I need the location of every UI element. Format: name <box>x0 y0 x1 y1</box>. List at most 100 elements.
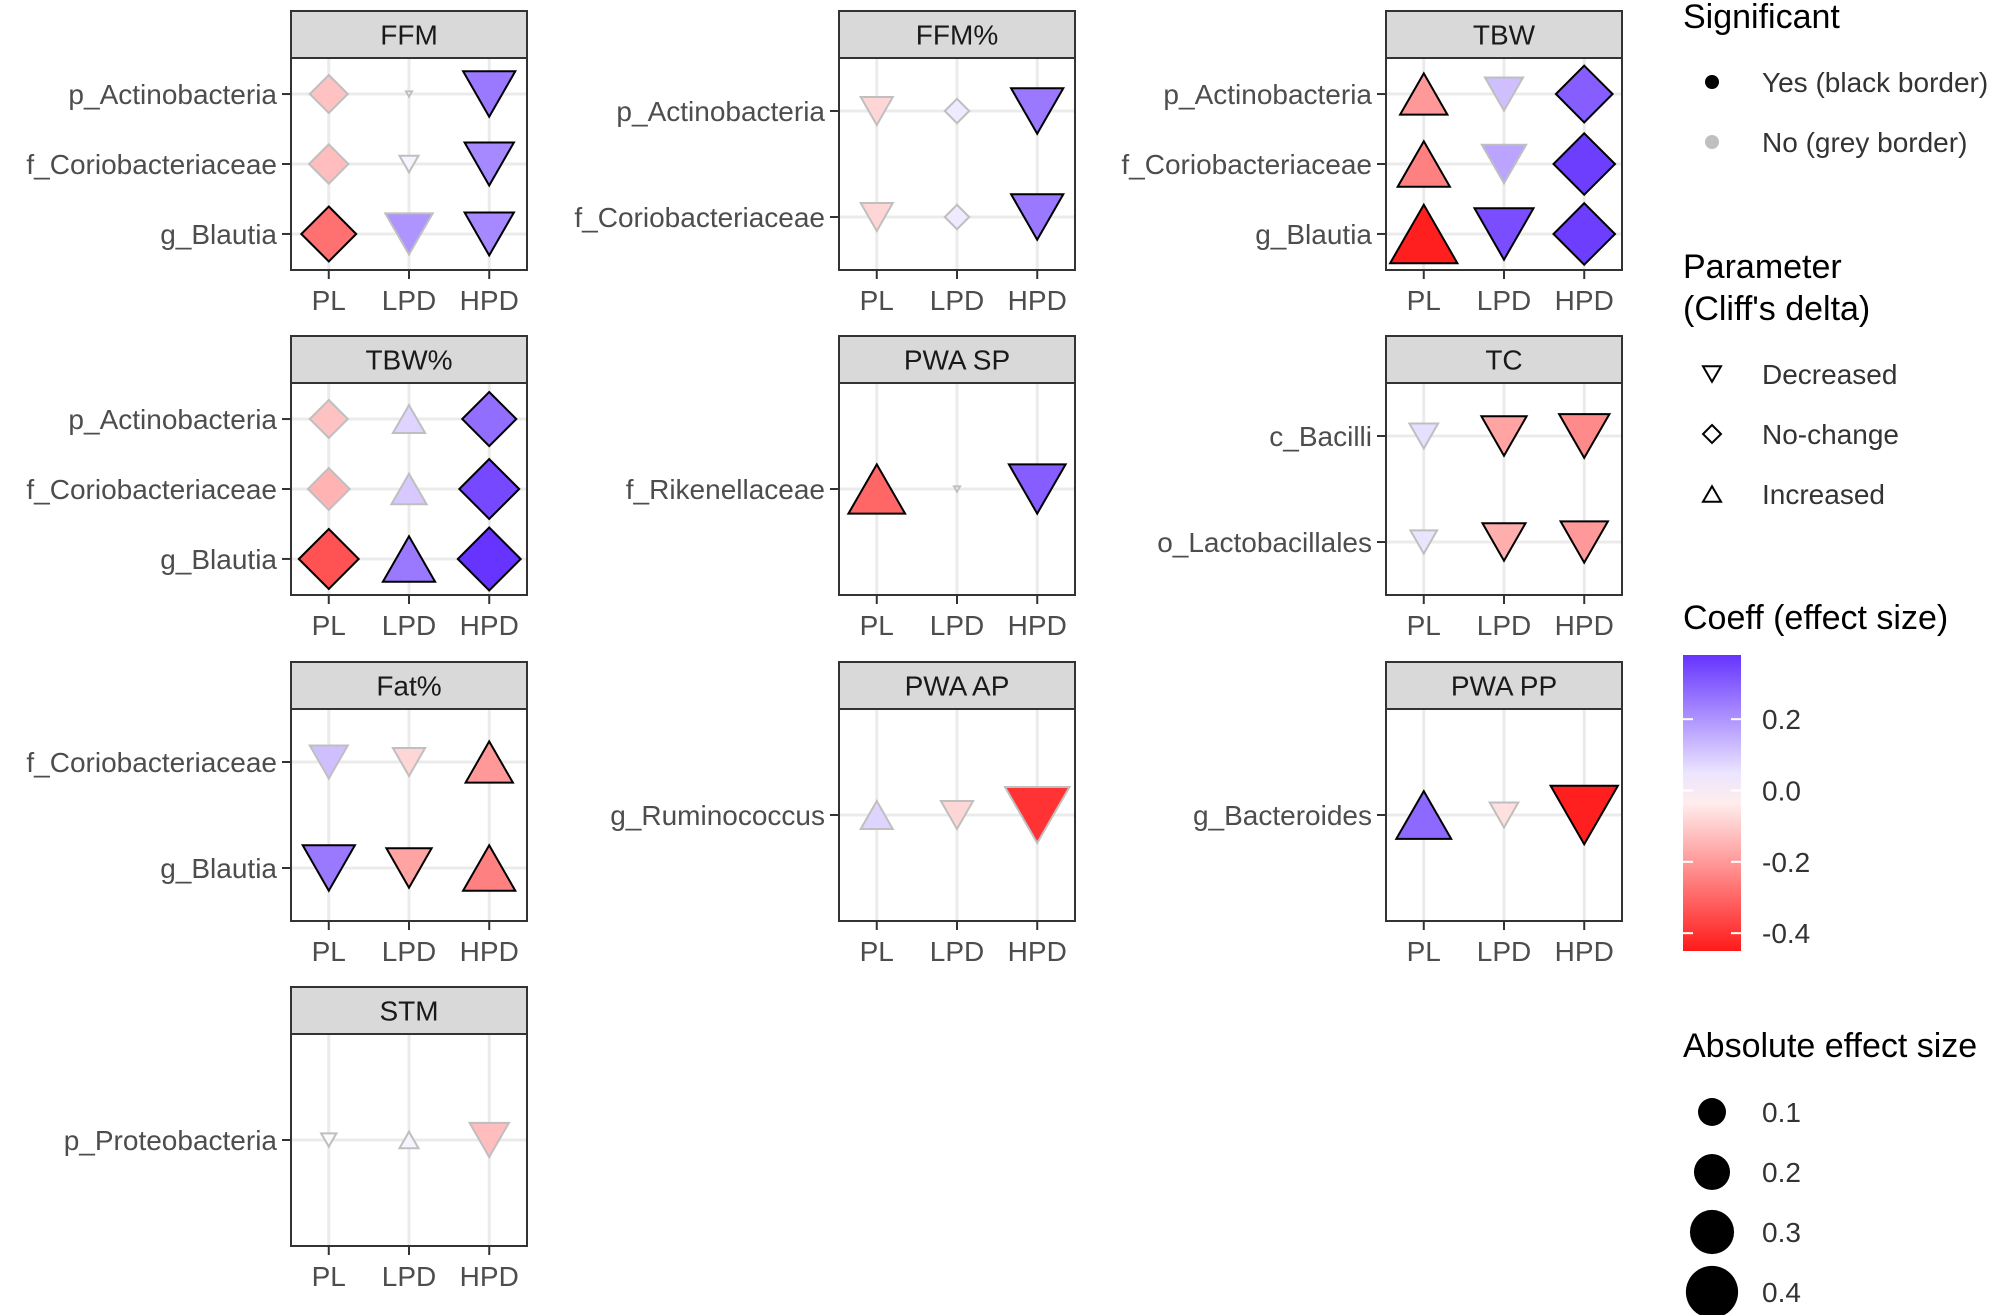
facet-tbw: TBW%p_Actinobacteriaf_Coriobacteriaceaeg… <box>26 335 528 641</box>
x-tick-label: PL <box>312 285 346 316</box>
x-tick-label: LPD <box>382 285 436 316</box>
y-tick-label: f_Coriobacteriaceae <box>26 149 277 180</box>
facet-strip <box>838 661 1076 710</box>
point-tbw-p-actinobacteria-pl <box>1398 71 1450 116</box>
y-tick-label: f_Coriobacteriaceae <box>26 474 277 505</box>
point-ffm-f-coriobacteriaceae-hpd <box>1009 193 1066 242</box>
y-tick-label: f_Coriobacteriaceae <box>574 202 825 233</box>
facet-title: TBW% <box>365 345 452 376</box>
legend-size-dot <box>1693 1153 1731 1191</box>
x-tick-label: HPD <box>460 1261 519 1292</box>
facet-strip <box>838 335 1076 384</box>
legend-coeff-title: Coeff (effect size) <box>1683 599 1948 637</box>
point-tbw-g-blautia-lpd <box>1472 207 1536 262</box>
point-ffm-f-coriobacteriaceae-pl <box>858 202 895 234</box>
point-fat-f-coriobacteriaceae-lpd <box>391 747 427 779</box>
facet-strip <box>838 10 1076 59</box>
point-tbw-f-coriobacteriaceae-lpd <box>389 471 429 506</box>
point-tbw-p-actinobacteria-lpd <box>1483 76 1525 113</box>
legend-size-dot <box>1685 1265 1739 1315</box>
colorbar-tick-label: 0.2 <box>1762 704 1801 735</box>
facet-strip <box>1385 10 1623 59</box>
point-pwa-sp-f-rikenellaceae-pl <box>846 462 907 515</box>
facet-ffm: FFM%p_Actinobacteriaf_CoriobacteriaceaeP… <box>574 10 1076 316</box>
point-ffm-p-actinobacteria-hpd <box>1009 87 1066 136</box>
legend-significant-label: No (grey border) <box>1762 127 1967 158</box>
y-tick-label: f_Coriobacteriaceae <box>26 747 277 778</box>
legend-colorbar <box>1683 655 1741 951</box>
point-tc-c-bacilli-hpd <box>1557 413 1612 460</box>
point-ffm-g-blautia-lpd <box>383 212 435 257</box>
point-tc-o-lactobacillales-hpd <box>1558 520 1610 565</box>
x-tick-label: HPD <box>1008 285 1067 316</box>
point-ffm-p-actinobacteria-lpd <box>943 97 971 125</box>
y-tick-label: g_Blautia <box>160 544 277 575</box>
point-pwa-sp-f-rikenellaceae-lpd <box>952 485 962 494</box>
point-ffm-p-actinobacteria-lpd <box>404 90 414 99</box>
facet-strip <box>1385 661 1623 710</box>
x-tick-label: PL <box>1407 610 1441 641</box>
facet-ffm: FFMp_Actinobacteriaf_Coriobacteriaceaeg_… <box>26 10 528 316</box>
x-tick-label: HPD <box>460 936 519 967</box>
point-tbw-f-coriobacteriaceae-pl <box>1395 139 1452 188</box>
y-tick-label: p_Actinobacteria <box>616 96 825 127</box>
x-tick-label: HPD <box>460 285 519 316</box>
x-tick-label: LPD <box>930 285 984 316</box>
point-tbw-g-blautia-pl <box>1388 202 1460 265</box>
point-pwa-ap-g-ruminococcus-hpd <box>1003 786 1072 846</box>
point-stm-p-proteobacteria-pl <box>319 1132 339 1149</box>
x-tick-label: HPD <box>1008 936 1067 967</box>
facet-strip <box>290 10 528 59</box>
point-ffm-f-coriobacteriaceae-pl <box>307 142 350 186</box>
x-tick-label: PL <box>860 936 894 967</box>
y-tick-label: g_Bacteroides <box>1193 800 1372 831</box>
point-ffm-p-actinobacteria-hpd <box>461 70 518 119</box>
legend-size-dot <box>1689 1209 1735 1255</box>
legend-parameter-label: Decreased <box>1762 359 1897 390</box>
point-tbw-f-coriobacteriaceae-pl <box>306 466 352 512</box>
facet-title: FFM <box>380 20 438 51</box>
x-tick-label: LPD <box>382 610 436 641</box>
facet-title: TBW <box>1473 20 1536 51</box>
point-tbw-g-blautia-hpd <box>456 526 523 592</box>
facet-title: PWA SP <box>904 345 1010 376</box>
facet-strip <box>290 661 528 710</box>
legend-parameter-label: No-change <box>1762 419 1899 450</box>
legend-shape-decreased-icon <box>1701 365 1723 384</box>
x-tick-label: LPD <box>930 936 984 967</box>
point-fat-f-coriobacteriaceae-hpd <box>463 739 515 784</box>
x-tick-label: LPD <box>1477 610 1531 641</box>
legend-parameter-title: Parameter <box>1683 248 1842 286</box>
legend-size-label: 0.1 <box>1762 1097 1801 1128</box>
facet-title: PWA PP <box>1451 671 1557 702</box>
point-pwa-pp-g-bacteroides-lpd <box>1487 801 1521 830</box>
legend-size-label: 0.3 <box>1762 1217 1801 1248</box>
x-tick-label: HPD <box>1008 610 1067 641</box>
legend-shape-increased-icon <box>1701 484 1723 503</box>
legend-significant-dot <box>1705 75 1719 89</box>
y-tick-label: p_Actinobacteria <box>68 79 277 110</box>
point-fat-g-blautia-pl <box>300 844 357 893</box>
point-tbw-f-coriobacteriaceae-lpd <box>1480 143 1528 186</box>
point-tbw-p-actinobacteria-hpd <box>1554 64 1615 124</box>
point-fat-g-blautia-hpd <box>461 843 518 892</box>
colorbar-tick-label: 0.0 <box>1762 776 1801 807</box>
point-ffm-g-blautia-pl <box>299 205 358 263</box>
point-ffm-p-actinobacteria-pl <box>308 73 350 115</box>
legend-parameter-title: (Cliff's delta) <box>1683 290 1870 328</box>
point-tbw-g-blautia-pl <box>297 527 361 591</box>
point-pwa-pp-g-bacteroides-hpd <box>1548 784 1620 847</box>
facet-title: FFM% <box>916 20 998 51</box>
point-ffm-p-actinobacteria-pl <box>858 96 895 128</box>
legend-significant-dot <box>1705 135 1719 149</box>
x-tick-label: LPD <box>382 936 436 967</box>
x-tick-label: LPD <box>1477 936 1531 967</box>
point-tbw-g-blautia-lpd <box>381 534 437 583</box>
legend-size-dot <box>1698 1098 1726 1126</box>
x-tick-label: LPD <box>382 1261 436 1292</box>
x-tick-label: PL <box>312 1261 346 1292</box>
